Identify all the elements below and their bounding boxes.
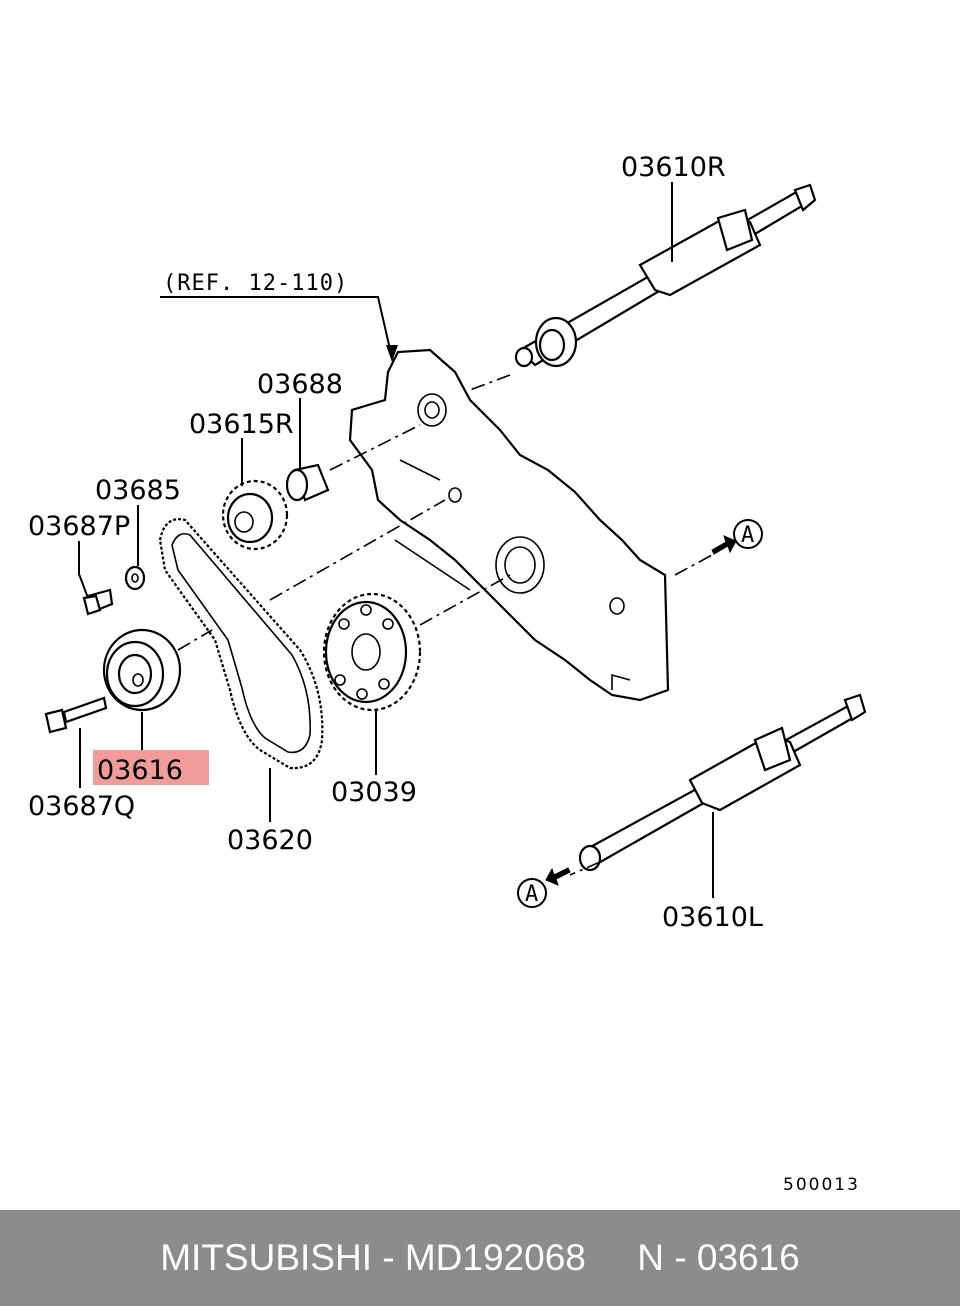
label-03687Q: 03687Q: [28, 791, 135, 822]
leader-lines: [78, 182, 714, 898]
part-info-text: MITSUBISHI - MD192068 N - 03616: [160, 1237, 800, 1278]
ref-label: (REF. 12-110): [163, 271, 348, 296]
label-03610L: 03610L: [662, 902, 763, 933]
assembly-lines: [177, 424, 713, 876]
label-03687P: 03687P: [28, 511, 130, 542]
marker-a-right: A: [741, 523, 755, 548]
engine-housing: [348, 348, 670, 702]
label-03610R: 03610R: [621, 152, 726, 183]
balance-shaft-left: [578, 693, 867, 872]
label-03685: 03685: [95, 475, 181, 506]
tensioner-pulley-03616: [102, 628, 182, 712]
footer-bar: MITSUBISHI - MD192068 N - 03616: [0, 1210, 960, 1306]
label-03620: 03620: [227, 825, 313, 856]
washer-03685: [124, 565, 146, 591]
bolt-03687P: [82, 588, 114, 616]
arrow-right-to-A: [711, 519, 763, 555]
label-03615R: 03615R: [189, 409, 294, 440]
marker-a-left: A: [525, 882, 539, 907]
timing-belt-03620: [158, 518, 324, 770]
arrow-left-to-A: [517, 867, 571, 908]
highlight-box: [93, 750, 209, 785]
label-03039: 03039: [331, 777, 417, 808]
sprocket-03039: [322, 592, 422, 712]
bolt-03687Q: [44, 696, 108, 734]
label-03688: 03688: [257, 369, 343, 400]
balance-shaft-right: [469, 183, 817, 391]
ref-leader: [160, 296, 398, 362]
sprocket-03615R: [221, 479, 289, 551]
figure-number: 500013: [783, 1175, 860, 1195]
parts-diagram: A A (REF. 12-110) 03610R 03688 03615R 03…: [28, 152, 867, 1195]
label-03616: 03616: [97, 755, 183, 786]
spacer-03688: [285, 463, 330, 502]
